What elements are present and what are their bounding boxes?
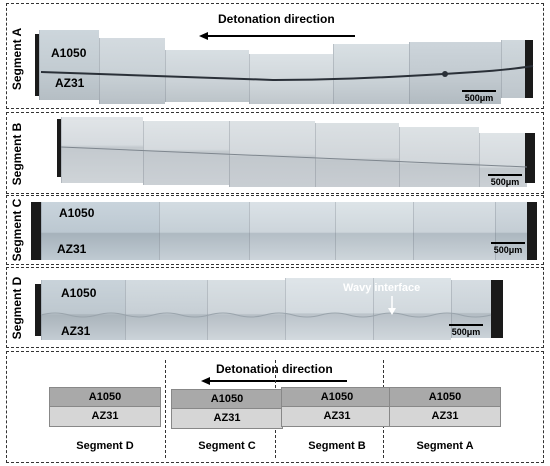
schematic-layer-a1050: A1050: [389, 387, 501, 407]
arrow-left-icon: [201, 376, 210, 385]
arrow-left-icon: [199, 31, 208, 40]
scale-bar: 500μm: [488, 174, 522, 187]
segment-b-label: Segment B: [10, 122, 24, 186]
segment-b-panel: Segment B 500μm: [6, 112, 544, 194]
material-label-a1050: A1050: [51, 46, 87, 60]
segment-d-micrograph: [35, 278, 505, 342]
segment-a-panel: Segment A A1050 AZ31 Detonation directio…: [6, 3, 544, 109]
schematic-block-segment-b: A1050 AZ31: [281, 387, 393, 427]
scale-bar: 500μm: [462, 90, 496, 103]
scale-bar: 500μm: [449, 324, 483, 337]
schematic-layer-a1050: A1050: [171, 389, 283, 409]
schematic-detonation-direction-label: Detonation direction: [216, 362, 333, 376]
material-label-a1050: A1050: [61, 286, 97, 300]
interface-line: [40, 65, 534, 82]
schematic-label-segment-a: Segment A: [416, 440, 474, 452]
segment-c-label: Segment C: [10, 198, 24, 262]
segment-a-label: Segment A: [10, 27, 24, 91]
segment-d-label: Segment D: [10, 276, 24, 340]
material-label-az31: AZ31: [55, 76, 85, 90]
segment-c-panel: Segment C A1050 AZ31 500μm: [6, 195, 544, 265]
schematic-layer-az31: AZ31: [389, 407, 501, 427]
material-label-a1050: A1050: [59, 206, 95, 220]
material-label-az31: AZ31: [57, 242, 87, 256]
schematic-label-segment-d: Segment D: [76, 440, 134, 452]
schematic-panel: Detonation direction A1050 AZ31 A1050 AZ…: [6, 351, 544, 463]
wavy-interface-line: [40, 312, 492, 318]
segment-a-micrograph: [35, 14, 537, 104]
schematic-block-segment-a: A1050 AZ31: [389, 387, 501, 427]
material-label-az31: AZ31: [61, 324, 91, 338]
detonation-arrow: [205, 35, 355, 37]
detonation-direction-label: Detonation direction: [218, 12, 335, 26]
wavy-interface-annotation: Wavy interface: [343, 282, 421, 294]
schematic-block-segment-d: A1050 AZ31: [49, 387, 161, 427]
arrow-down-icon: [388, 296, 396, 315]
schematic-layer-az31: AZ31: [281, 407, 393, 427]
scale-bar: 500μm: [491, 242, 525, 255]
schematic-layer-az31: AZ31: [171, 409, 283, 429]
segment-divider: [165, 360, 166, 458]
schematic-label-segment-b: Segment B: [308, 440, 366, 452]
segment-d-panel: Segment D A1050 AZ31 Wavy interface 500μ…: [6, 267, 544, 348]
schematic-layer-a1050: A1050: [49, 387, 161, 407]
segment-c-micrograph: [31, 202, 537, 260]
interface-line: [60, 146, 528, 168]
segment-b-micrograph: [57, 117, 535, 189]
schematic-layer-az31: AZ31: [49, 407, 161, 427]
schematic-layer-a1050: A1050: [281, 387, 393, 407]
schematic-detonation-arrow: [207, 380, 347, 382]
schematic-label-segment-c: Segment C: [198, 440, 256, 452]
schematic-block-segment-c: A1050 AZ31: [171, 389, 283, 429]
